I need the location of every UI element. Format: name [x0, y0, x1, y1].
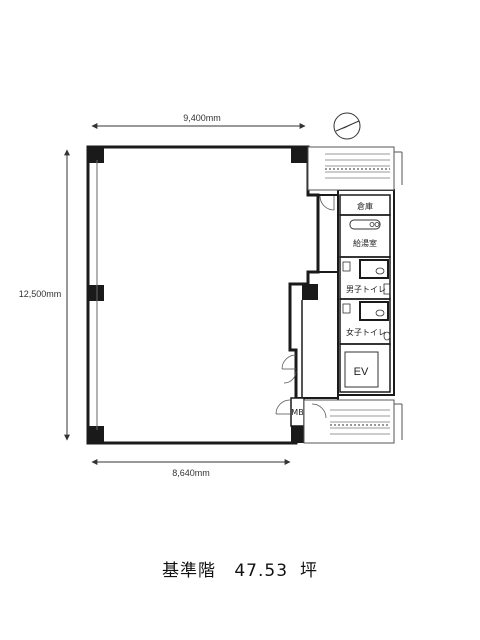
- storage-room-label: 倉庫: [357, 201, 373, 211]
- mb-label: MB: [291, 408, 303, 417]
- mens-toilet-label: 男子トイレ: [346, 285, 386, 294]
- column: [302, 284, 318, 300]
- mb-shaft: MB: [290, 397, 305, 427]
- toilet-icon: [375, 309, 385, 317]
- dimension-top: 9,400mm: [91, 113, 306, 129]
- area-value: 47.53: [234, 561, 289, 581]
- column: [88, 147, 104, 163]
- kitchenette-room: 給湯室: [339, 214, 391, 258]
- womens-toilet-room: 女子トイレ: [339, 298, 391, 345]
- dimension-top-label: 9,400mm: [183, 113, 221, 123]
- core-area: [296, 189, 395, 400]
- kitchenette-label: 給湯室: [353, 238, 377, 248]
- door: [281, 354, 297, 384]
- toilet-icon: [375, 267, 385, 275]
- column: [291, 426, 307, 443]
- elevator-label: EV: [354, 366, 369, 378]
- womens-toilet-label: 女子トイレ: [346, 327, 386, 337]
- dimension-bottom-label: 8,640mm: [172, 468, 210, 478]
- elevator: EV: [339, 343, 391, 393]
- upper-staircase: [307, 146, 403, 191]
- mens-toilet-room: 男子トイレ: [339, 256, 391, 300]
- sink-icon: [349, 219, 381, 230]
- lower-staircase: [303, 399, 403, 444]
- storage-room: 倉庫: [339, 194, 391, 216]
- door: [319, 195, 335, 211]
- dimension-bottom: 8,640mm: [91, 459, 291, 478]
- dimension-left: 12,500mm: [19, 149, 70, 441]
- office-space: [86, 145, 320, 445]
- column: [88, 285, 104, 301]
- dimension-left-label: 12,500mm: [19, 289, 62, 299]
- column: [291, 147, 308, 163]
- door: [275, 399, 291, 415]
- floor-label: 基準階: [161, 561, 216, 581]
- north-arrow-icon: [333, 112, 361, 140]
- area-unit: 坪: [300, 561, 319, 581]
- floor-caption: 基準階 47.53 坪: [0, 556, 480, 581]
- column: [88, 426, 104, 443]
